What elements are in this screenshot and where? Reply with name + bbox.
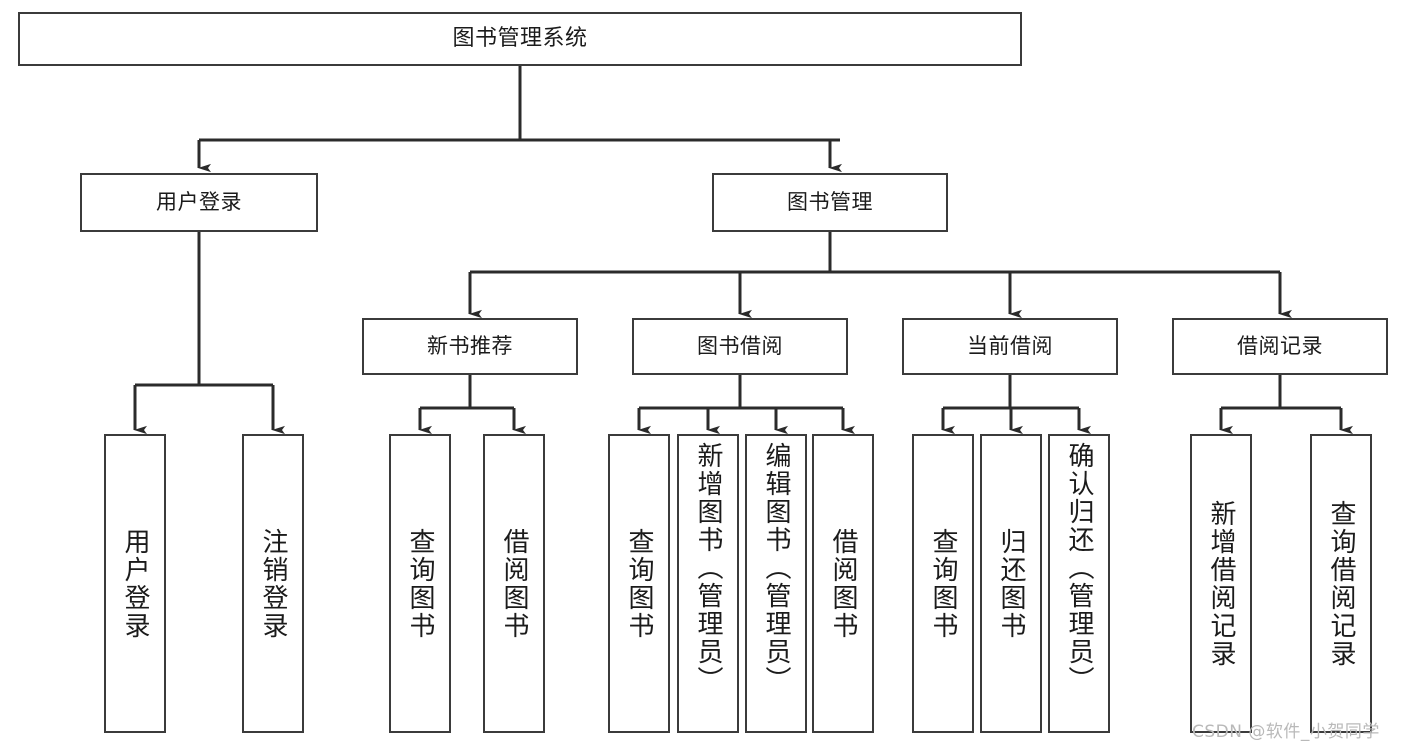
node-leaf-logout-label: 注销登录 — [258, 527, 288, 640]
node-new-book-recommend[interactable]: 新书推荐 — [362, 318, 578, 375]
node-leaf-add-record-label: 新增借阅记录 — [1206, 499, 1236, 668]
node-leaf-add-book[interactable]: 新增图书（管理员） — [677, 434, 739, 733]
node-borrow-record-label: 借阅记录 — [1237, 334, 1323, 359]
node-leaf-query-book-2-label: 查询图书 — [624, 527, 654, 640]
node-new-book-recommend-label: 新书推荐 — [427, 334, 513, 359]
node-leaf-return-book-label: 归还图书 — [996, 527, 1026, 640]
node-leaf-edit-book[interactable]: 编辑图书（管理员） — [745, 434, 807, 733]
node-leaf-borrow-book-1-label: 借阅图书 — [499, 527, 529, 640]
node-leaf-query-book-1-label: 查询图书 — [405, 527, 435, 640]
node-leaf-logout[interactable]: 注销登录 — [242, 434, 304, 733]
node-book-borrow[interactable]: 图书借阅 — [632, 318, 848, 375]
csdn-watermark: CSDN @软件_小贺同学 — [1192, 722, 1380, 742]
node-leaf-query-record[interactable]: 查询借阅记录 — [1310, 434, 1372, 733]
node-leaf-user-login[interactable]: 用户登录 — [104, 434, 166, 733]
node-leaf-query-book-1[interactable]: 查询图书 — [389, 434, 451, 733]
node-borrow-record[interactable]: 借阅记录 — [1172, 318, 1388, 375]
node-root[interactable]: 图书管理系统 — [18, 12, 1022, 66]
node-leaf-add-book-label: 新增图书（管理员） — [693, 442, 723, 694]
node-current-borrow-label: 当前借阅 — [967, 334, 1053, 359]
node-leaf-query-book-3[interactable]: 查询图书 — [912, 434, 974, 733]
node-user-login[interactable]: 用户登录 — [80, 173, 318, 232]
node-leaf-confirm-return-label: 确认归还（管理员） — [1064, 442, 1094, 694]
node-leaf-user-login-label: 用户登录 — [120, 527, 150, 640]
node-user-login-label: 用户登录 — [156, 190, 242, 215]
node-leaf-query-book-3-label: 查询图书 — [928, 527, 958, 640]
node-leaf-borrow-book-2-label: 借阅图书 — [828, 527, 858, 640]
node-leaf-query-book-2[interactable]: 查询图书 — [608, 434, 670, 733]
node-book-manage-label: 图书管理 — [787, 190, 873, 215]
node-leaf-edit-book-label: 编辑图书（管理员） — [761, 442, 791, 694]
node-book-borrow-label: 图书借阅 — [697, 334, 783, 359]
node-book-manage[interactable]: 图书管理 — [712, 173, 948, 232]
node-root-label: 图书管理系统 — [452, 26, 588, 52]
node-leaf-query-record-label: 查询借阅记录 — [1326, 499, 1356, 668]
node-leaf-add-record[interactable]: 新增借阅记录 — [1190, 434, 1252, 733]
node-leaf-borrow-book-2[interactable]: 借阅图书 — [812, 434, 874, 733]
node-leaf-return-book[interactable]: 归还图书 — [980, 434, 1042, 733]
node-leaf-confirm-return[interactable]: 确认归还（管理员） — [1048, 434, 1110, 733]
node-leaf-borrow-book-1[interactable]: 借阅图书 — [483, 434, 545, 733]
node-current-borrow[interactable]: 当前借阅 — [902, 318, 1118, 375]
